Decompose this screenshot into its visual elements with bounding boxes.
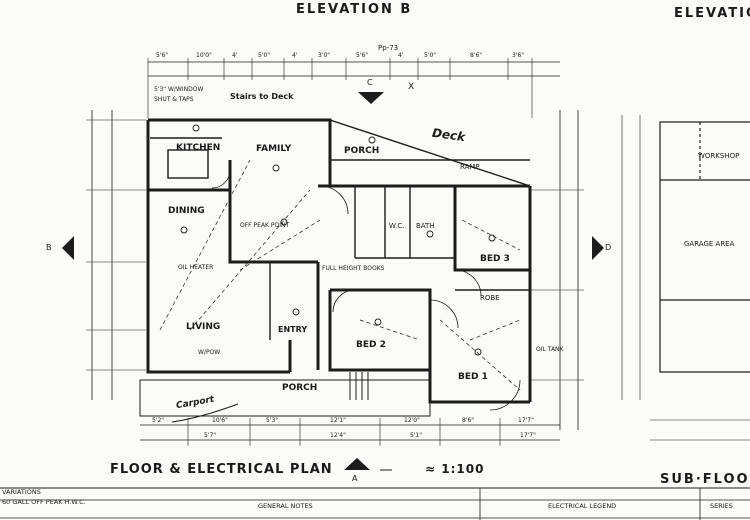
ramp-label: RAMP bbox=[460, 163, 480, 171]
room-family: FAMILY bbox=[256, 144, 292, 154]
dim-top: 3'6" bbox=[512, 52, 525, 59]
dim-bottom-2: 5'7" bbox=[204, 432, 217, 439]
dim-top: 5'6" bbox=[356, 52, 369, 59]
oil-heater-note: OIL HEATER bbox=[178, 264, 214, 271]
room-bath: BATH bbox=[416, 222, 435, 230]
general-notes-label: GENERAL NOTES bbox=[258, 502, 313, 510]
dim-bottom: 12'1" bbox=[330, 417, 346, 424]
series-label: SERIES bbox=[710, 502, 733, 510]
room-bed1: BED 1 bbox=[458, 372, 488, 382]
plan-title: FLOOR & ELECTRICAL PLAN bbox=[110, 462, 333, 477]
dim-top: 10'0" bbox=[196, 52, 212, 59]
stairs-label: Stairs to Deck bbox=[230, 92, 294, 101]
room-bed3: BED 3 bbox=[480, 254, 510, 264]
dim-top: 8'6" bbox=[470, 52, 483, 59]
elevation-b-title: ELEVATION B bbox=[296, 2, 413, 17]
dim-bottom-2: 17'7" bbox=[520, 432, 536, 439]
dim-top: 5'0" bbox=[258, 52, 271, 59]
dim-bottom-2: 5'1" bbox=[410, 432, 423, 439]
dim-top: 4' bbox=[292, 52, 298, 59]
dim-bottom: 12'0" bbox=[404, 417, 420, 424]
dim-top: 4' bbox=[398, 52, 404, 59]
dim-bottom: 17'7" bbox=[518, 417, 534, 424]
signature-note: Pp-73 bbox=[378, 44, 399, 52]
section-marker-d: D bbox=[605, 243, 612, 252]
room-kitchen: KITCHEN bbox=[176, 143, 221, 153]
room-living: LIVING bbox=[186, 322, 221, 332]
room-bed2: BED 2 bbox=[356, 340, 386, 350]
variations-label: VARIATIONS bbox=[2, 488, 41, 496]
dim-top: 5'0" bbox=[424, 52, 437, 59]
dim-top: 3'0" bbox=[318, 52, 331, 59]
room-porch-top: PORCH bbox=[344, 146, 380, 156]
dim-bottom-2: 12'4" bbox=[330, 432, 346, 439]
room-wc: W.C. bbox=[389, 222, 405, 230]
off-peak-note: OFF PEAK POINT bbox=[240, 222, 290, 229]
room-robe: ROBE bbox=[480, 294, 500, 302]
elevation-side-title: ELEVATIC bbox=[674, 6, 750, 21]
dim-bottom: 5'3" bbox=[266, 417, 279, 424]
room-garage: GARAGE AREA bbox=[684, 240, 735, 248]
section-marker-x: X bbox=[408, 82, 415, 92]
dim-bottom: 8'6" bbox=[462, 417, 475, 424]
full-height-note: FULL HEIGHT BOOKS bbox=[322, 265, 385, 272]
room-porch-bottom: PORCH bbox=[282, 383, 318, 393]
section-marker-c: C bbox=[367, 78, 373, 87]
title-block: VARIATIONS 60 GALL OFF PEAK H.W.C. GENER… bbox=[0, 488, 750, 520]
section-marker-b: B bbox=[46, 243, 52, 252]
plan-scale: ≈ 1:100 bbox=[425, 462, 485, 476]
shelves-note: SHUT & TAPS bbox=[154, 96, 194, 103]
dim-bottom: 5'2" bbox=[152, 417, 165, 424]
pow-note: W/POW bbox=[198, 349, 221, 356]
hwc-note: 60 GALL OFF PEAK H.W.C. bbox=[2, 498, 86, 506]
dim-top: 5'6" bbox=[156, 52, 169, 59]
oil-tank-note: OIL TANK bbox=[536, 346, 564, 353]
electrical-legend-label: ELECTRICAL LEGEND bbox=[548, 502, 617, 510]
sub-floor-title: SUB·FLOO bbox=[660, 472, 750, 487]
room-entry: ENTRY bbox=[278, 325, 308, 334]
window-note: 5'3" W/WINDOW bbox=[154, 86, 204, 93]
section-marker-a: A bbox=[352, 474, 358, 483]
room-dining: DINING bbox=[168, 206, 205, 216]
dim-bottom: 10'6" bbox=[212, 417, 228, 424]
dim-top: 4' bbox=[232, 52, 238, 59]
room-workshop: WORKSHOP bbox=[698, 152, 740, 160]
